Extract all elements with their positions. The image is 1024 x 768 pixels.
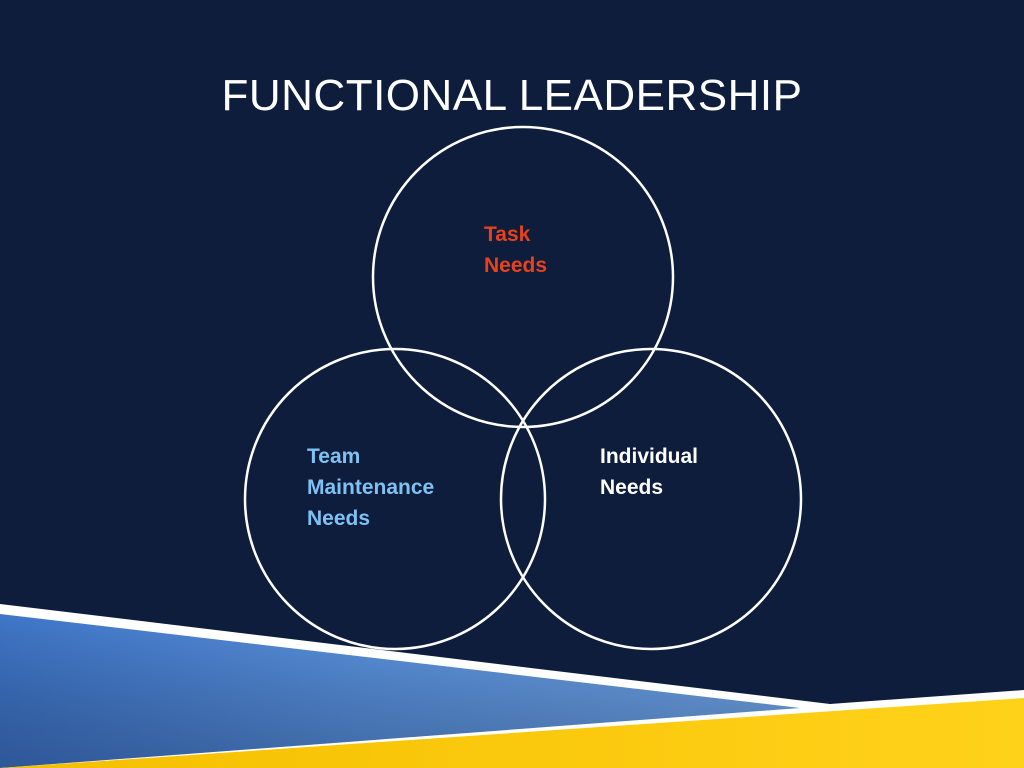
- team-needs-label-line: Team: [307, 445, 361, 468]
- individual-needs-label: Individual Needs: [600, 441, 698, 503]
- slide-title: FUNCTIONAL LEADERSHIP: [221, 71, 803, 120]
- task-needs-label-line: Task: [484, 223, 531, 246]
- task-needs-circle: [371, 125, 675, 429]
- team-needs-label-line: Needs: [307, 507, 371, 530]
- task-needs-label-line: Needs: [484, 254, 548, 277]
- team-needs-label-line: Maintenance: [307, 476, 435, 499]
- team-maintenance-needs-label: Team Maintenance Needs: [307, 441, 434, 534]
- individual-needs-label-line: Individual: [600, 445, 699, 468]
- task-needs-label: Task Needs: [484, 219, 547, 281]
- individual-needs-label-line: Needs: [600, 476, 664, 499]
